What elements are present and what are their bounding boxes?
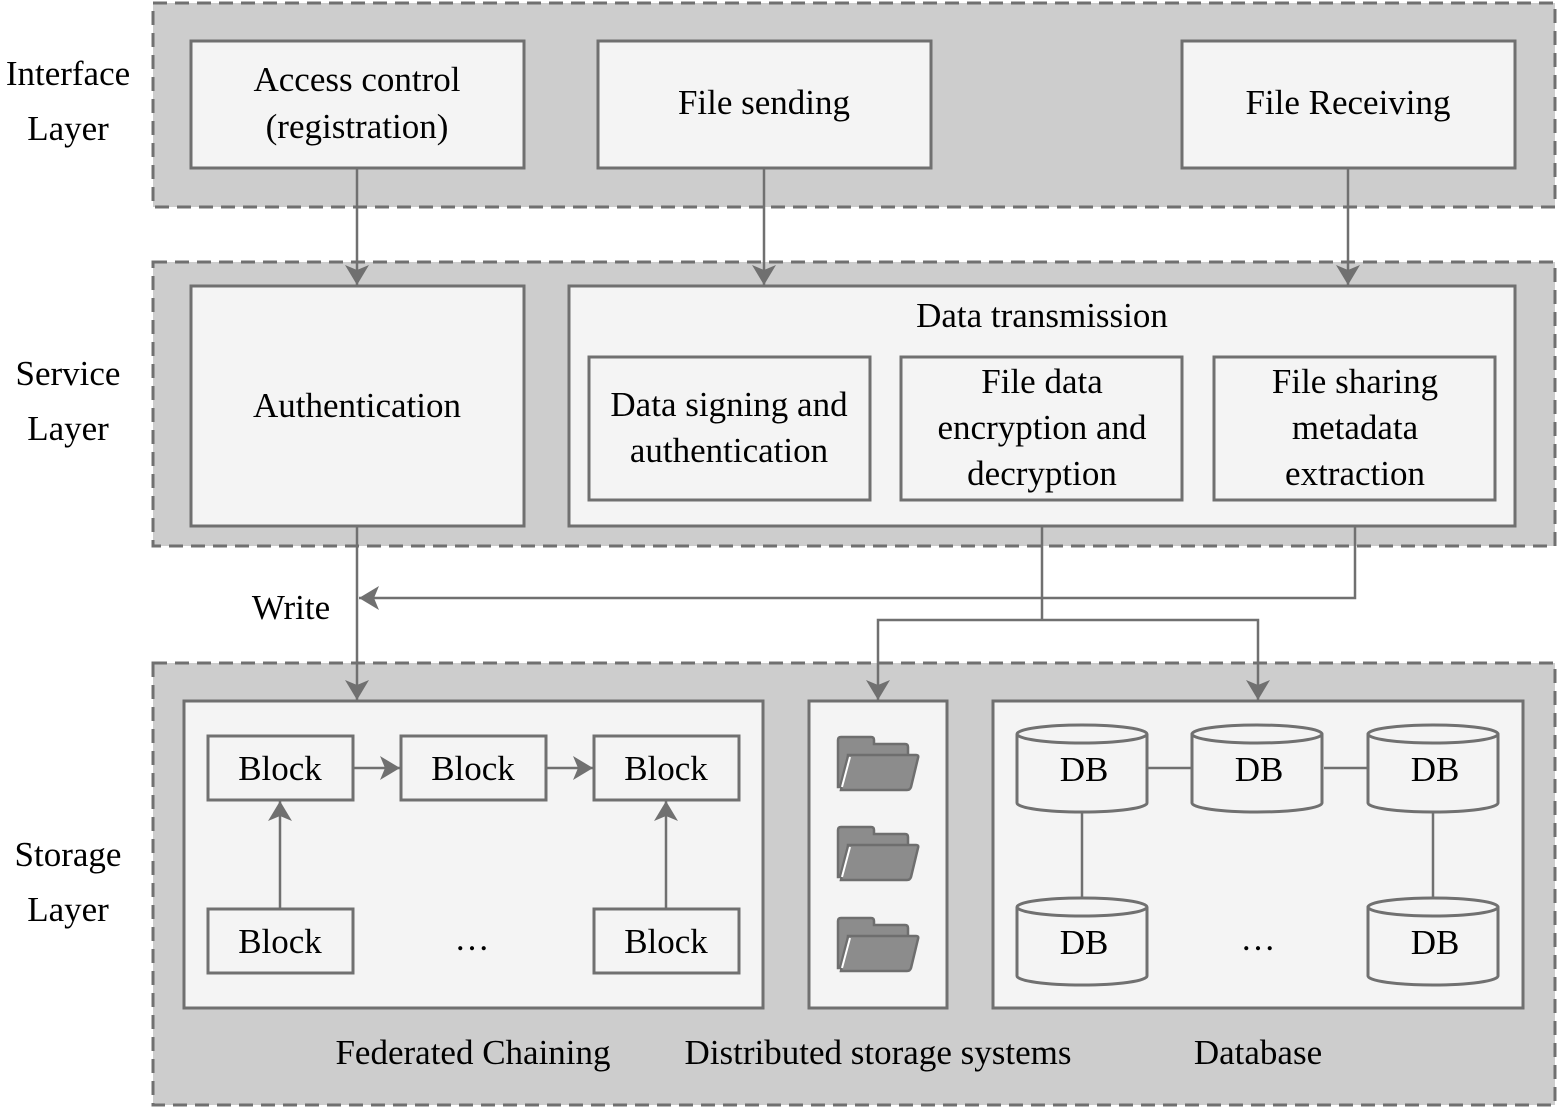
encryption-label-line3: decryption <box>967 454 1117 493</box>
block-label: Block <box>431 749 515 788</box>
block-top-2: Block <box>399 734 548 802</box>
folder-icon <box>836 916 920 973</box>
encryption-label-line2: encryption and <box>938 408 1147 447</box>
interface-layer-label-line2: Layer <box>27 109 109 148</box>
metadata-label-line1: File sharing <box>1272 362 1438 401</box>
file-sending-box: File sending <box>596 39 933 170</box>
encryption-box: File data encryption and decryption <box>899 355 1184 502</box>
file-receiving-box: File Receiving <box>1180 39 1517 170</box>
file-sending-label: File sending <box>678 83 850 122</box>
arrow-metadata-write <box>359 526 1357 610</box>
storage-layer-label: Storage Layer <box>15 835 122 929</box>
service-layer-label-line2: Layer <box>27 409 109 448</box>
db-label: DB <box>1060 923 1109 962</box>
block-label: Block <box>624 749 708 788</box>
metadata-label-line2: metadata <box>1292 408 1419 447</box>
storage-layer-label-line1: Storage <box>15 835 122 874</box>
db-cylinder-1: DB <box>1015 723 1149 814</box>
interface-layer-label: Interface Layer <box>6 54 130 148</box>
data-signing-label-line1: Data signing and <box>610 385 848 424</box>
block-ellipsis: … <box>455 919 490 958</box>
metadata-label-line3: extraction <box>1285 454 1425 493</box>
encryption-label-line1: File data <box>981 362 1103 401</box>
db-label: DB <box>1060 750 1109 789</box>
block-label: Block <box>238 749 322 788</box>
authentication-box: Authentication <box>189 284 526 528</box>
data-transmission-title: Data transmission <box>916 296 1168 335</box>
storage-layer-label-line2: Layer <box>27 890 109 929</box>
distributed-storage-panel <box>807 699 949 1010</box>
db-label: DB <box>1411 750 1460 789</box>
access-control-label-line2: (registration) <box>266 107 449 146</box>
block-top-3: Block <box>592 734 741 802</box>
database-caption: Database <box>1194 1033 1322 1072</box>
block-bottom-1: Block <box>206 907 355 975</box>
data-transmission-box: Data transmission Data signing and authe… <box>567 284 1517 528</box>
block-label: Block <box>238 922 322 961</box>
data-signing-label-line2: authentication <box>630 431 828 470</box>
access-control-box: Access control (registration) <box>189 39 526 170</box>
interface-layer-label-line1: Interface <box>6 54 130 93</box>
federated-chaining-caption: Federated Chaining <box>335 1033 610 1072</box>
access-control-label-line1: Access control <box>253 60 460 99</box>
federated-chaining-panel: Block Block Block Block Block … <box>182 699 765 1010</box>
db-label: DB <box>1235 750 1284 789</box>
write-label: Write <box>252 588 330 627</box>
service-layer-label-line1: Service <box>16 354 121 393</box>
db-cylinder-4: DB <box>1015 896 1149 987</box>
db-cylinder-5: DB <box>1366 896 1500 987</box>
distributed-storage-caption: Distributed storage systems <box>685 1033 1072 1072</box>
file-receiving-label: File Receiving <box>1245 83 1450 122</box>
block-label: Block <box>624 922 708 961</box>
db-cylinder-3: DB <box>1366 723 1500 814</box>
arrow-to-database <box>1042 618 1270 700</box>
arrow-to-distributed-storage <box>866 618 1042 700</box>
db-ellipsis: … <box>1241 919 1276 958</box>
db-label: DB <box>1411 923 1460 962</box>
folder-icon <box>836 825 920 882</box>
block-bottom-2: Block <box>592 907 741 975</box>
data-signing-box: Data signing and authentication <box>587 355 872 502</box>
database-panel: DB DB DB DB DB … <box>991 699 1525 1010</box>
metadata-box: File sharing metadata extraction <box>1212 355 1497 502</box>
block-top-1: Block <box>206 734 355 802</box>
folder-icon <box>836 735 920 792</box>
db-cylinder-2: DB <box>1190 723 1324 814</box>
authentication-label: Authentication <box>253 386 461 425</box>
service-layer-label: Service Layer <box>16 354 121 448</box>
